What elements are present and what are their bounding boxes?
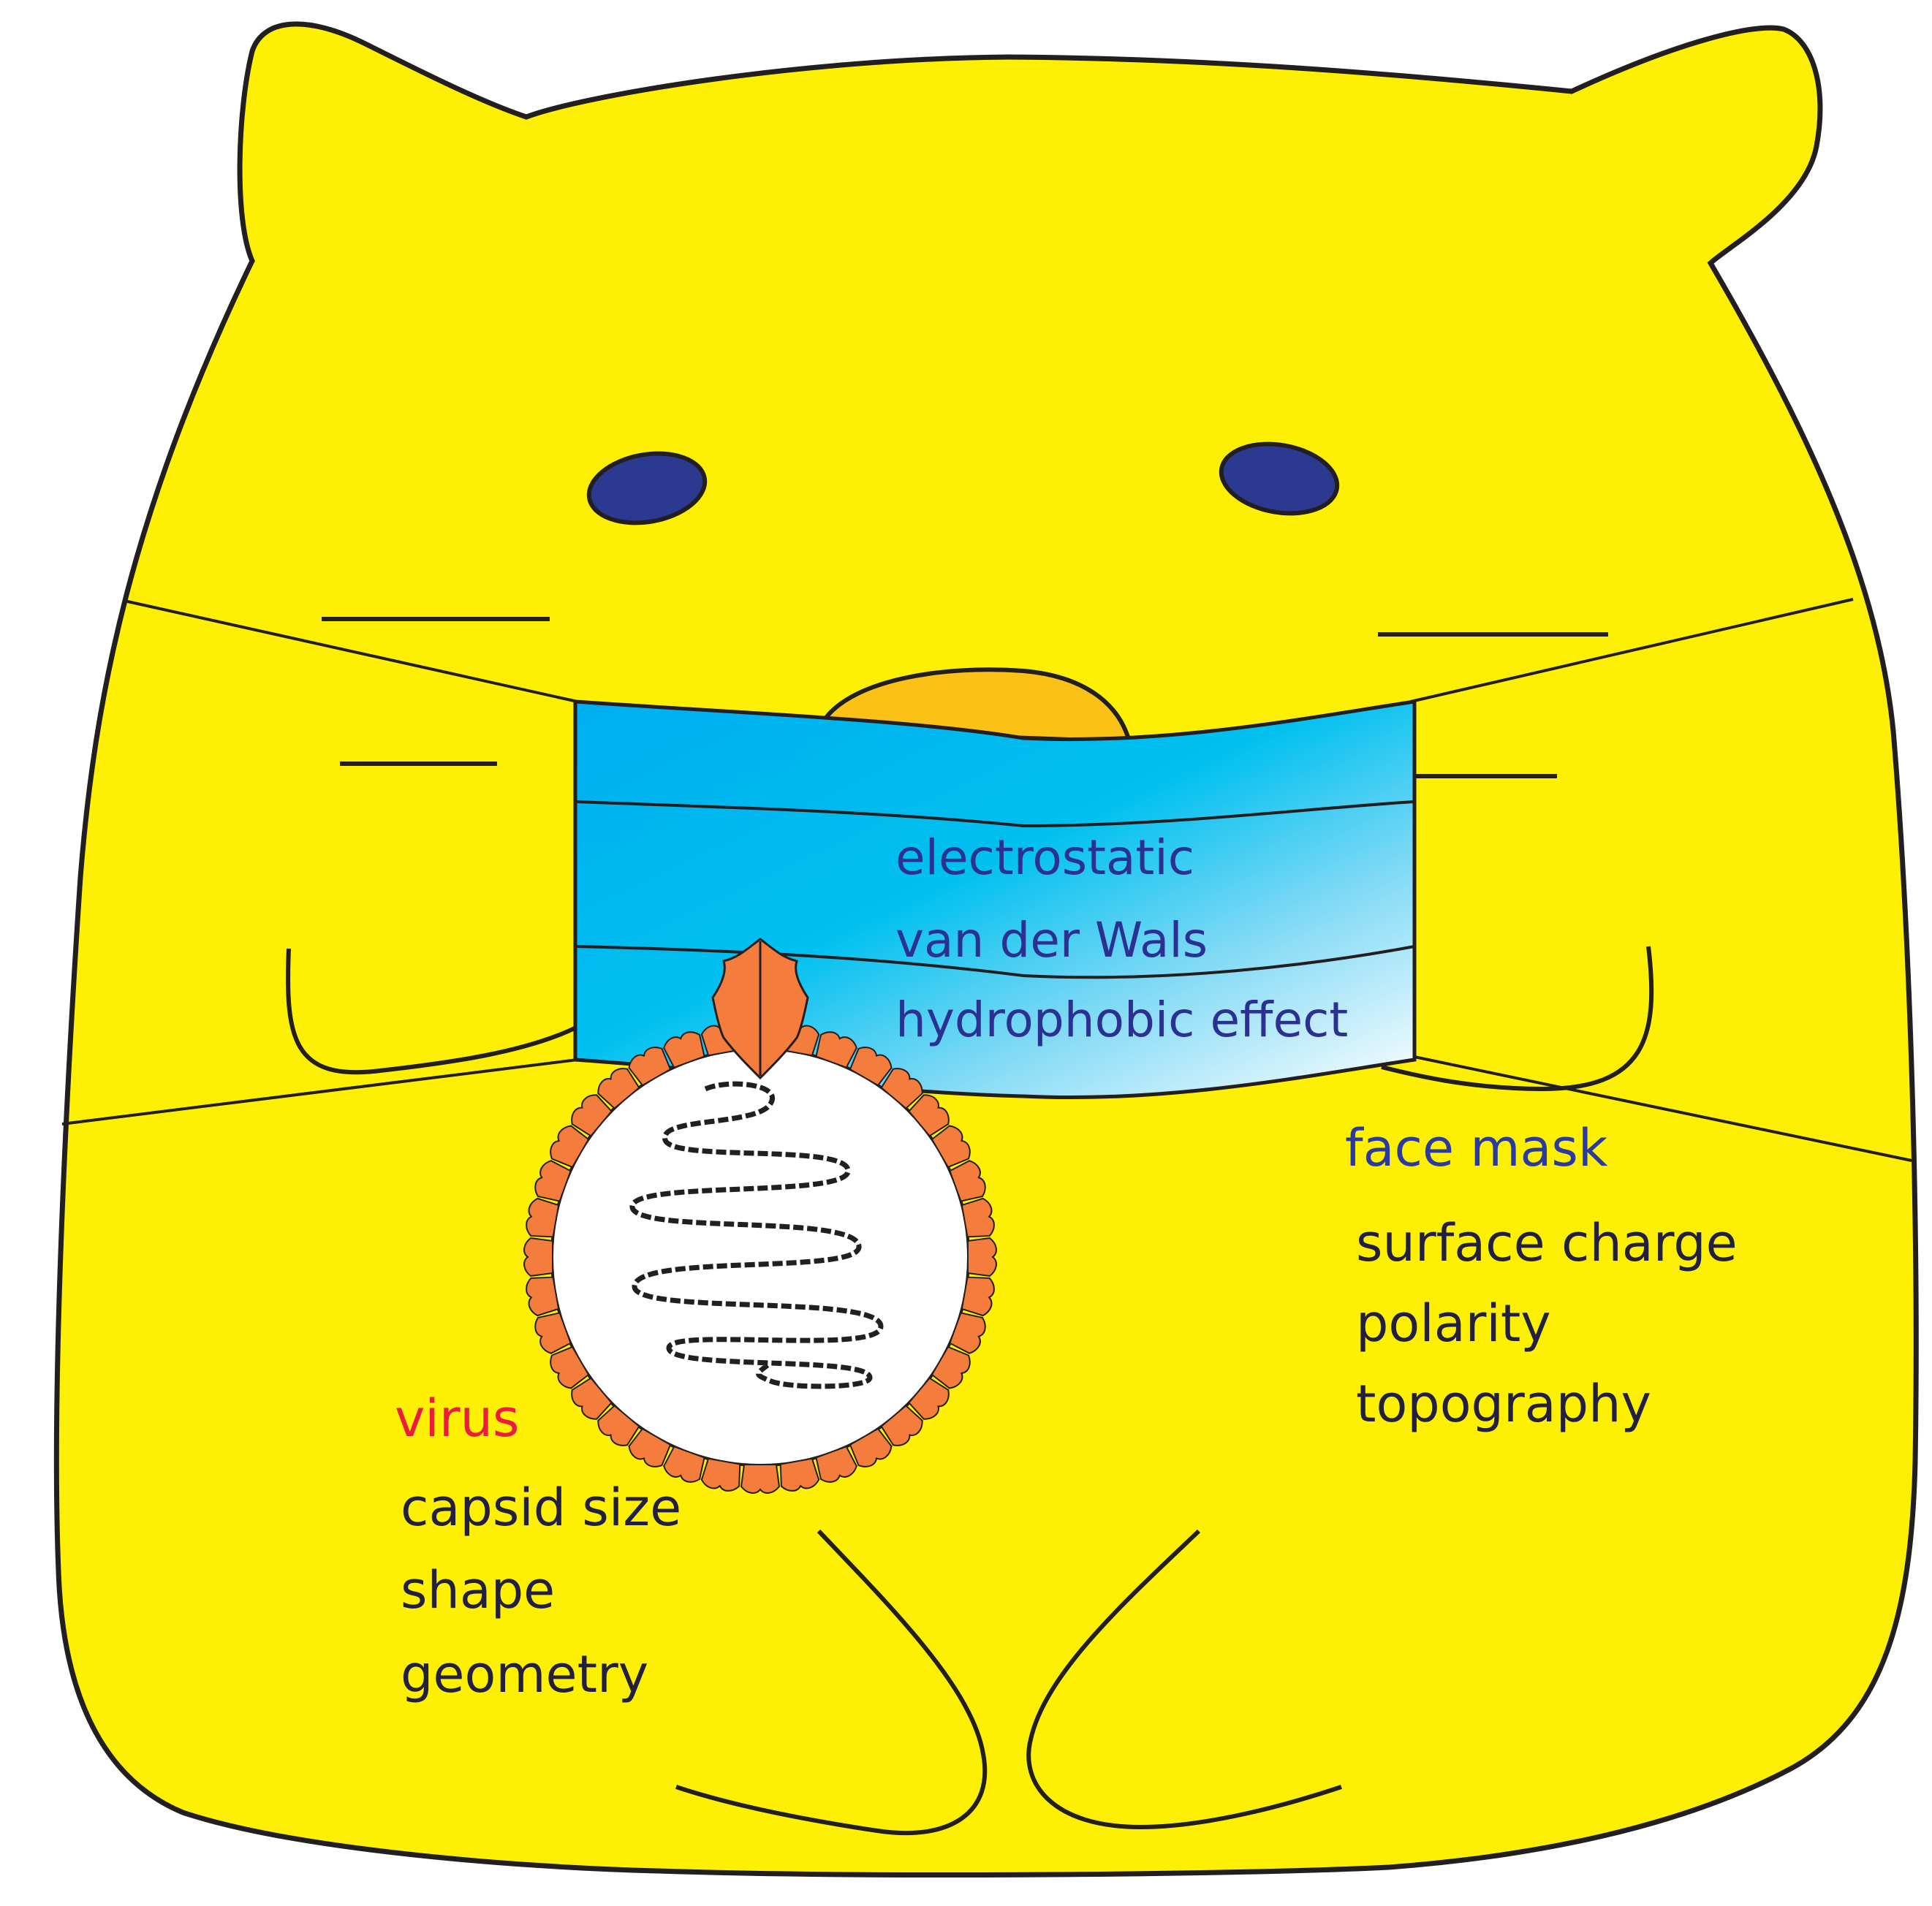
leg-lines [675,1529,1342,1836]
interaction-hydrophobic-effect: hydrophobic effect [895,992,1349,1048]
virus-property-capsid-size: capsid size [401,1478,682,1538]
whiskers [322,617,1608,778]
mask-property-surface-charge: surface charge [1356,1213,1738,1273]
capsid-subunit [815,1446,857,1483]
capsid-subunit [949,1160,986,1202]
interaction-van-der-wals: van der Wals [895,912,1208,968]
capsid-subunit [628,1047,672,1087]
interaction-electrostatic: electrostatic [895,829,1194,886]
capsid-subunit [779,1457,820,1492]
capsid-subunit [880,1068,923,1109]
capsid-subunit [550,1345,590,1389]
left-eye [586,451,708,525]
capsid-subunit [526,1197,560,1238]
capsid-subunit [908,1094,950,1137]
capsid-subunit [597,1405,640,1446]
capsid-subunit [849,1427,893,1468]
capsid-subunit [523,1237,553,1277]
capsid-subunit [663,1031,705,1068]
capsid-subunit [908,1377,950,1420]
face-mask-label: face mask [1345,1118,1608,1178]
mask-property-polarity: polarity [1356,1294,1551,1353]
capsid-subunit [880,1405,923,1446]
capsid-subunit [700,1457,741,1492]
capsid-subunit [571,1094,613,1137]
capsid-subunit [931,1125,971,1169]
capsid-subunit [967,1237,997,1277]
capsid-subunit [534,1312,572,1354]
mask-pleats [575,800,1415,979]
capsid-subunit [740,1464,781,1494]
capsid-subunit [815,1031,857,1068]
viral-genome [629,1081,884,1389]
virus-property-geometry: geometry [401,1644,649,1704]
mask-straps [61,598,1912,1162]
capsid-subunit [628,1427,672,1468]
capsid-subunit [550,1125,590,1169]
virus-property-shape: shape [401,1560,556,1620]
capsid-subunit [949,1312,986,1354]
capsid-subunit [961,1276,995,1317]
capsid-subunit [931,1345,971,1389]
right-eye [1219,441,1340,516]
capsid-subunit [526,1276,560,1317]
capsid-subunit [597,1068,640,1109]
cheek-lines [286,946,1654,1092]
capsid-subunit [571,1377,613,1420]
capsid-proteins [523,1022,997,1494]
mask-property-topography: topography [1356,1374,1651,1434]
capsid-subunit [663,1446,705,1483]
virus-label: virus [395,1389,520,1449]
capsid-subunit [961,1197,995,1238]
capsid-subunit [849,1047,893,1087]
virus-particle [523,938,997,1494]
capsid-subunit [534,1160,572,1202]
